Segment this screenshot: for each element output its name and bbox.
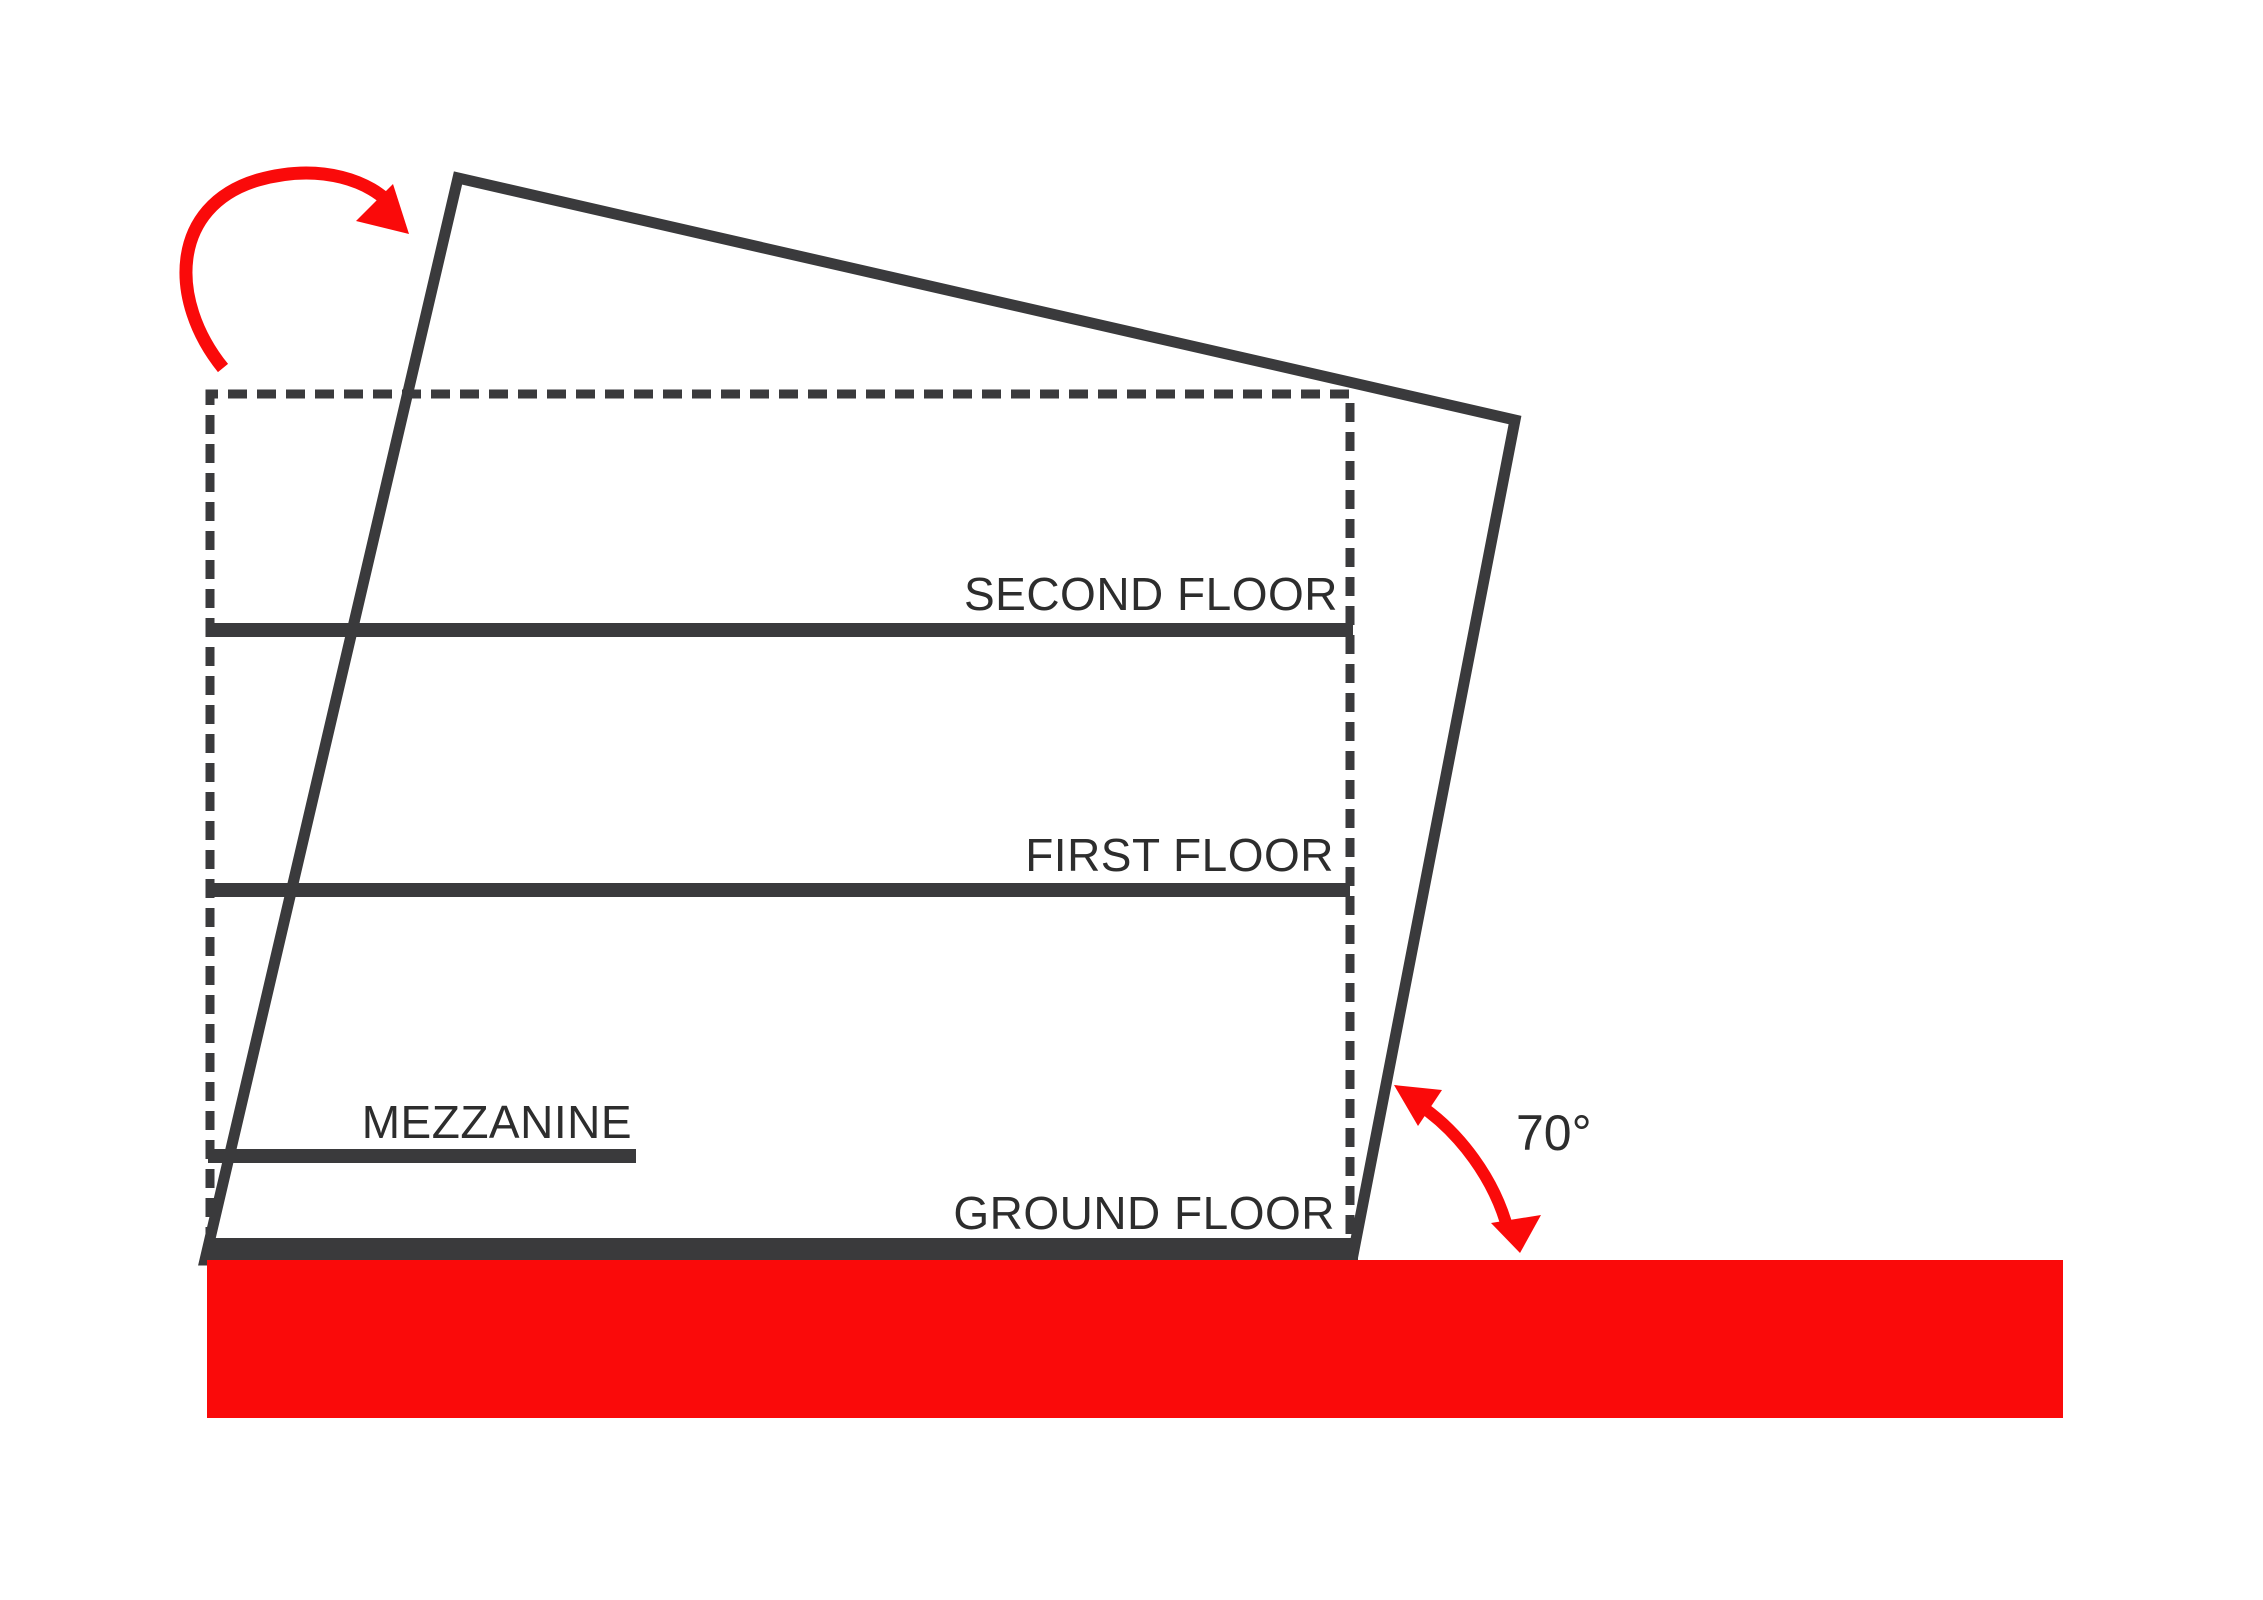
ground-floor-label: GROUND FLOOR xyxy=(953,1187,1335,1239)
angle-label: 70° xyxy=(1516,1105,1592,1161)
angle-arrow-arc xyxy=(1414,1099,1514,1232)
angle-arrow-icon xyxy=(1394,1085,1541,1253)
angle-arrow-head-lower xyxy=(1491,1215,1541,1253)
original-position-dashed-outline xyxy=(205,389,1355,1246)
first-floor-label: FIRST FLOOR xyxy=(1025,829,1334,881)
ground-strip xyxy=(207,1260,2063,1418)
rotation-arrow-head xyxy=(356,184,409,234)
second-floor-label: SECOND FLOOR xyxy=(964,568,1338,620)
mezzanine-label: MEZZANINE xyxy=(362,1096,632,1148)
rotation-arrow-arc xyxy=(179,166,397,373)
rotation-arrow-icon xyxy=(179,166,409,373)
angle-arrow-head-upper xyxy=(1394,1085,1442,1126)
